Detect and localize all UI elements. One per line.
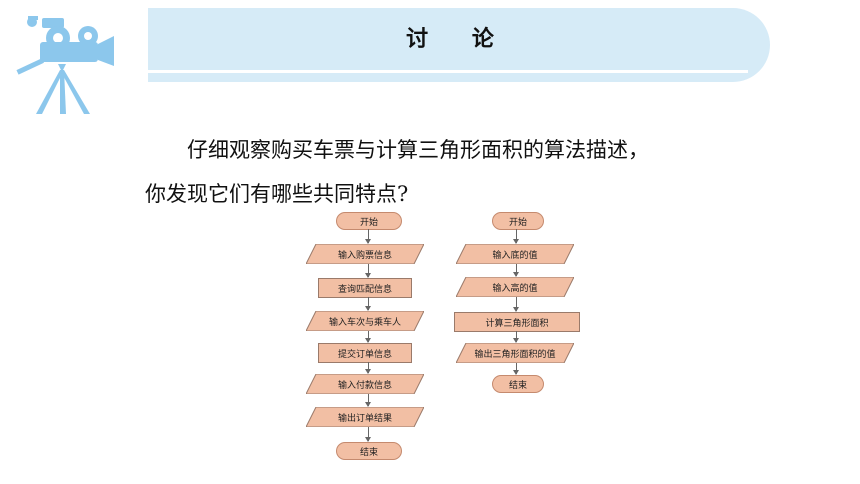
left-flow-arrow bbox=[365, 264, 371, 278]
left-flow-query-match: 查询匹配信息 bbox=[318, 278, 412, 298]
right-flow-arrow bbox=[513, 229, 519, 244]
left-flow-arrow bbox=[365, 297, 371, 311]
left-flow-arrow bbox=[365, 331, 371, 343]
question-text: 仔细观察购买车票与计算三角形面积的算法描述， 你发现它们有哪些共同特点? bbox=[145, 128, 795, 216]
left-flow-input-ticket: 输入购票信息 bbox=[306, 244, 424, 264]
film-camera-icon bbox=[16, 16, 114, 114]
right-flow-start: 开始 bbox=[492, 212, 544, 230]
banner-divider bbox=[148, 70, 748, 73]
flowchart-area: 开始 输入购票信息 查询匹配信息 输入车次与乘车人 提交订单信息 输入付款信息 … bbox=[300, 205, 600, 475]
left-flow-input-payment: 输入付款信息 bbox=[306, 374, 424, 394]
right-flow-arrow bbox=[513, 264, 519, 277]
left-flow-start: 开始 bbox=[336, 212, 402, 230]
right-flow-input-base: 输入底的值 bbox=[456, 244, 574, 264]
right-flow-arrow bbox=[513, 331, 519, 343]
right-flow-arrow bbox=[513, 297, 519, 312]
left-flow-input-train: 输入车次与乘车人 bbox=[306, 311, 424, 331]
right-flow-input-height: 输入高的值 bbox=[456, 277, 574, 297]
left-flow-arrow bbox=[365, 394, 371, 407]
right-flow-output-area: 输出三角形面积的值 bbox=[456, 343, 574, 363]
left-flow-end: 结束 bbox=[336, 442, 402, 460]
left-flow-arrow bbox=[365, 362, 371, 374]
page-title: 讨 论 bbox=[406, 26, 512, 52]
question-line-1: 仔细观察购买车票与计算三角形面积的算法描述， bbox=[187, 138, 649, 162]
left-flow-output-result: 输出订单结果 bbox=[306, 407, 424, 427]
right-flow-compute-area: 计算三角形面积 bbox=[454, 312, 580, 332]
title-banner: 讨 论 bbox=[148, 8, 770, 82]
left-flow-submit-order: 提交订单信息 bbox=[318, 343, 412, 363]
question-line-2: 你发现它们有哪些共同特点? bbox=[145, 182, 409, 206]
right-flow-end: 结束 bbox=[492, 375, 544, 393]
left-flow-arrow bbox=[365, 427, 371, 442]
left-flow-arrow bbox=[365, 229, 371, 244]
right-flow-arrow bbox=[513, 363, 519, 375]
